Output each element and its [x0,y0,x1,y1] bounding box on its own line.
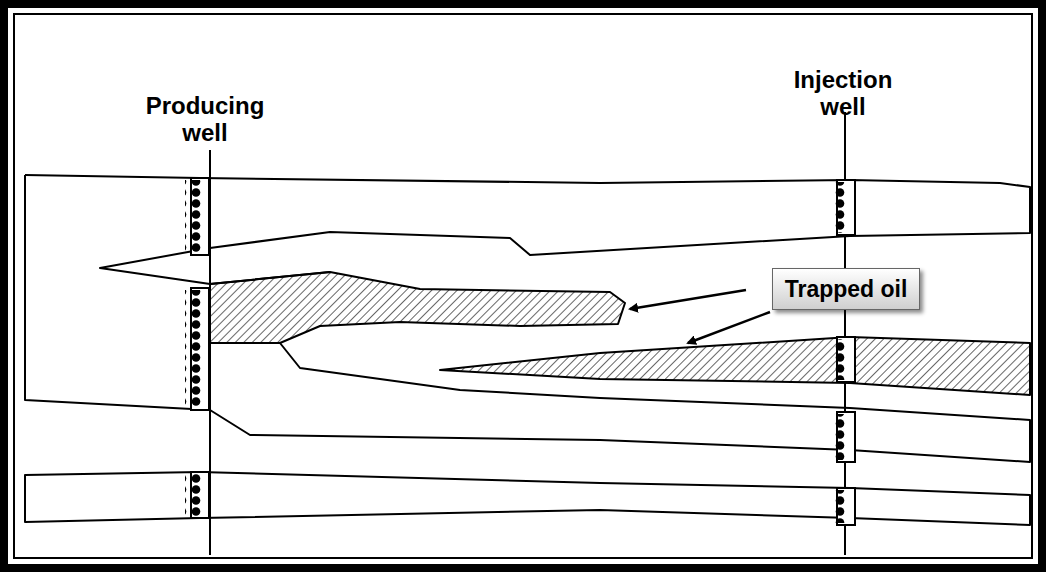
well-label: Producing well [130,92,280,146]
callout-box: Trapped oil [772,268,921,310]
well-label: Injection well [768,66,918,120]
callout-text: Trapped oil [785,276,908,302]
